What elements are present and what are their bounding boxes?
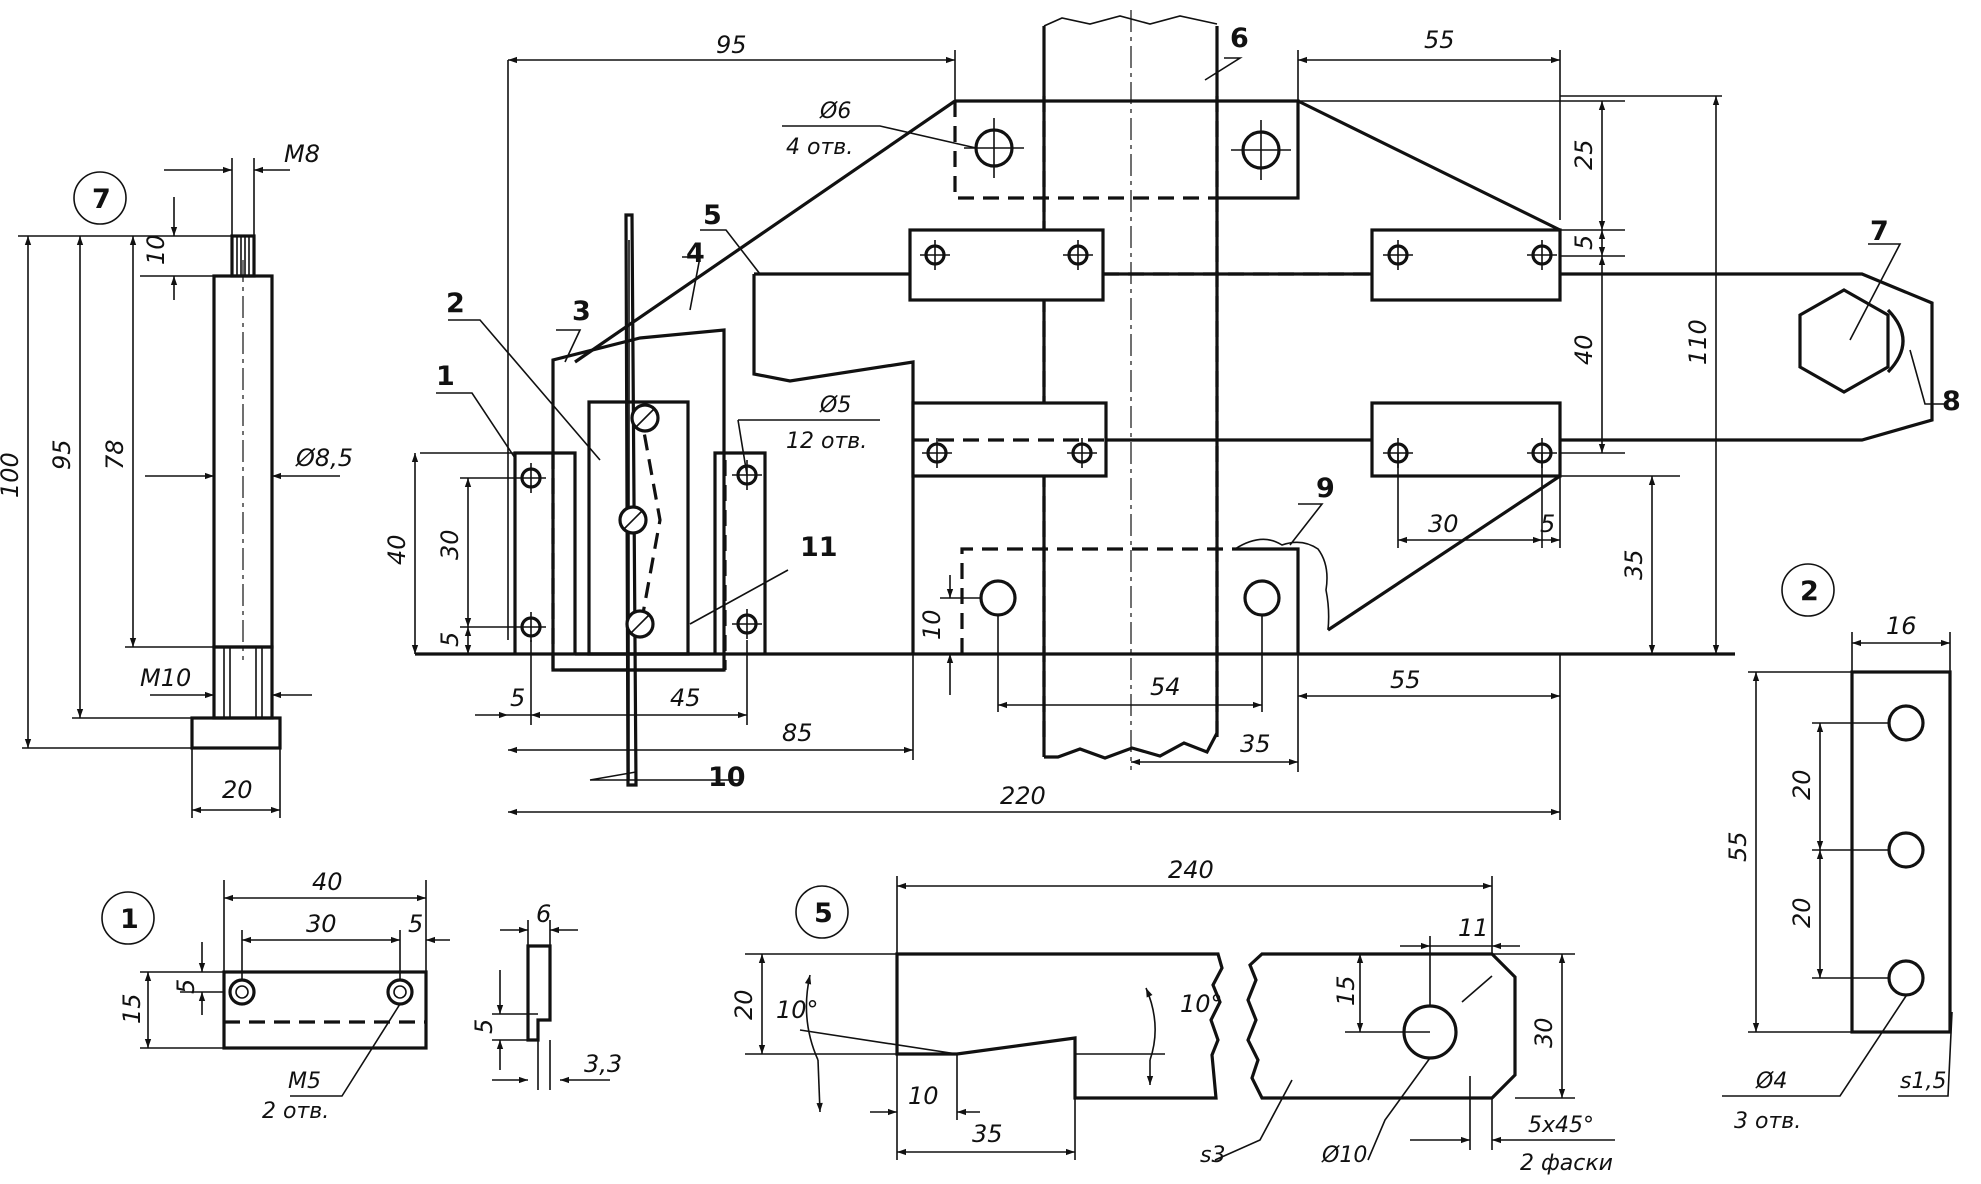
- view-5-d10-hole: Ø10: [1321, 1143, 1367, 1168]
- part-leaders: [436, 57, 1948, 546]
- view-7-dim-100: 100: [0, 452, 24, 498]
- blade-part-10: [624, 213, 662, 787]
- dim-35-right: 35: [1620, 549, 1648, 580]
- dim-35-bottom: 35: [1240, 730, 1271, 758]
- dim-110: 110: [1684, 319, 1712, 365]
- view-5-dim-20: 20: [730, 989, 758, 1020]
- view-7-dim-95: 95: [48, 439, 76, 470]
- view-1-dim-5-left: 5: [172, 979, 200, 994]
- dim-5-mid: 5: [1540, 510, 1555, 538]
- lower-right-gusset: [1327, 474, 1561, 632]
- view-1-dim-3-3: 3,3: [584, 1050, 622, 1078]
- lower-bar-plates: [911, 401, 1562, 478]
- view-5-chamfer-qty: 2 фаски: [1520, 1151, 1613, 1176]
- view-5-ang-left: 10°: [776, 996, 819, 1024]
- upper-right-gusset: [1297, 99, 1561, 232]
- callout-hole6: Ø6: [819, 99, 851, 124]
- part-label-3: 3: [572, 296, 591, 327]
- view-5-dim-240: 240: [1168, 856, 1214, 884]
- view-1-dim-5-top: 5: [408, 910, 423, 938]
- dim-5-bottom: 5: [510, 684, 525, 712]
- detail-view-7: 7 M8 10 100 95 78 Ø8,5 M10 20: [0, 140, 353, 818]
- part-label-5: 5: [703, 200, 722, 231]
- dim-10: 10: [918, 609, 946, 640]
- dim-25: 25: [1570, 139, 1598, 170]
- view-1-dim-6: 6: [536, 900, 551, 928]
- part-label-2: 2: [446, 288, 465, 319]
- detail-view-1: 1 40 30 5 15 5 M5 2 отв. 6 5 3,3: [101, 868, 622, 1124]
- part-label-8: 8: [1942, 386, 1961, 417]
- view-1-dim-30: 30: [306, 910, 337, 938]
- view-2-d4-qty: 3 отв.: [1734, 1109, 1801, 1134]
- view-1-dim-40: 40: [312, 868, 343, 896]
- upper-bar-plates: [908, 228, 1562, 302]
- dim-5-left: 5: [436, 632, 464, 647]
- screws-part-11: [618, 403, 660, 639]
- view-1-m5-qty: 2 отв.: [262, 1099, 329, 1124]
- view-5-dim-11: 11: [1458, 914, 1489, 942]
- callout-hole5-qty: 12 отв.: [786, 429, 867, 454]
- view-2-s1-5: s1,5: [1900, 1069, 1946, 1094]
- callout-hole5: Ø5: [819, 393, 851, 418]
- part-label-1: 1: [436, 361, 455, 392]
- dim-54: 54: [1150, 673, 1181, 701]
- dim-30-left: 30: [436, 529, 464, 560]
- view-5-ang-right: 10°: [1180, 990, 1223, 1018]
- main-assembly-view: 1 2 3 4 5 6 7 8 9 10 11 95 55 25 5 40 11…: [383, 10, 1961, 820]
- view-7-dim-10: 10: [142, 234, 170, 265]
- main-dimensions: [411, 50, 1722, 820]
- view-5-dim-35: 35: [972, 1120, 1003, 1148]
- view-5-dim-10: 10: [908, 1082, 939, 1110]
- dim-40-left: 40: [383, 534, 411, 565]
- part-label-11: 11: [800, 532, 838, 563]
- dim-85: 85: [782, 719, 813, 747]
- part-label-10: 10: [708, 762, 746, 793]
- hinge-parts-2-3-4: [551, 328, 726, 672]
- view-7-dim-8-5: Ø8,5: [295, 444, 353, 472]
- view-5-dim-30: 30: [1530, 1017, 1558, 1048]
- callout-hole6-qty: 4 отв.: [786, 135, 853, 160]
- view-5-dim-15: 15: [1332, 975, 1360, 1006]
- view-5-label: 5: [814, 898, 833, 929]
- dim-45: 45: [670, 684, 701, 712]
- view-2-dim-20-bot: 20: [1788, 897, 1816, 928]
- post-part-6: [1042, 10, 1219, 770]
- part-label-4: 4: [686, 238, 705, 269]
- nut-part-7: [1798, 288, 1905, 394]
- view-5-s3: s3: [1200, 1143, 1225, 1168]
- view-1-dim-5-side: 5: [470, 1019, 498, 1034]
- dim-220: 220: [1000, 782, 1046, 810]
- part-label-7: 7: [1870, 216, 1889, 247]
- top-bracket: [953, 99, 1300, 200]
- view-7-dim-78: 78: [101, 439, 129, 470]
- dim-30-mid: 30: [1428, 510, 1459, 538]
- view-1-label: 1: [120, 904, 139, 935]
- part-label-9: 9: [1316, 473, 1335, 504]
- view-2-label: 2: [1800, 576, 1819, 607]
- view-2-dim-16: 16: [1886, 612, 1917, 640]
- view-7-dim-m10: M10: [140, 664, 191, 692]
- view-1-dim-15: 15: [118, 993, 146, 1024]
- view-5-chamfer: 5x45°: [1528, 1113, 1594, 1138]
- detail-view-5: 5 240 11 20 10° 10° 15 30 10 35 s3 Ø10 5…: [730, 856, 1615, 1176]
- dim-40-right: 40: [1570, 334, 1598, 365]
- view-2-dim-55: 55: [1724, 831, 1752, 862]
- dim-5-right: 5: [1570, 235, 1598, 250]
- view-2-dim-20-top: 20: [1788, 769, 1816, 800]
- view-1-m5: M5: [288, 1069, 321, 1094]
- upper-left-gusset: [574, 99, 956, 364]
- dim-55-bottom: 55: [1390, 666, 1421, 694]
- part-label-6: 6: [1230, 23, 1249, 54]
- dim-95: 95: [716, 31, 747, 59]
- detail-view-2: 2 16 55 20 20 Ø4 3 отв. s1,5: [1722, 563, 1953, 1134]
- dim-55-top: 55: [1424, 26, 1455, 54]
- view-2-d4: Ø4: [1755, 1069, 1787, 1094]
- view-7-dim-m8: M8: [284, 140, 320, 168]
- lower-bracket-part-9: [960, 538, 1330, 654]
- view-7-label: 7: [92, 184, 111, 215]
- view-7-dim-20: 20: [222, 776, 253, 804]
